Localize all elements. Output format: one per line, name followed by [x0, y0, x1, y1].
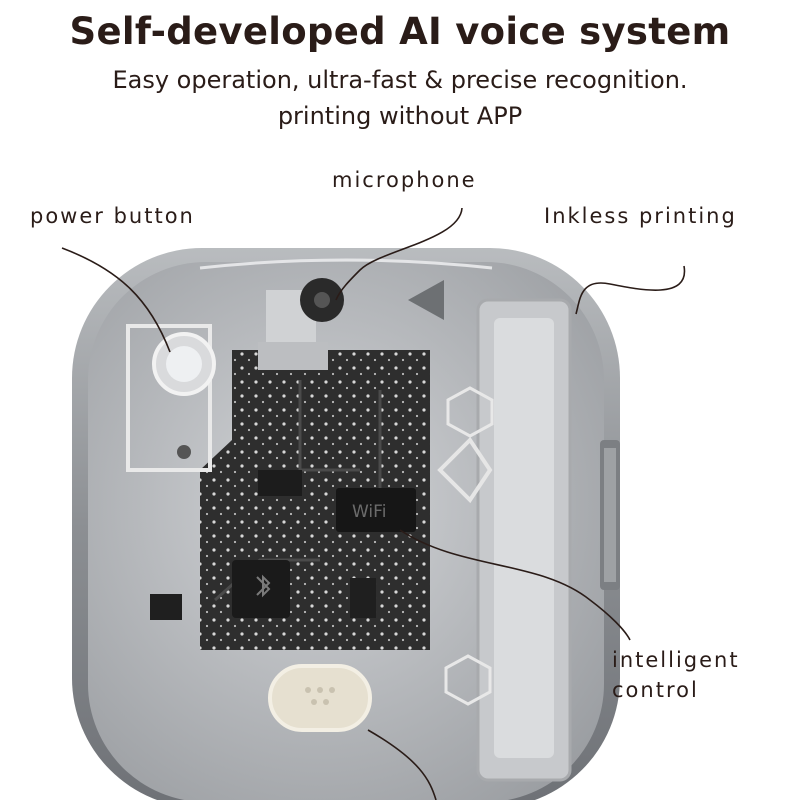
wifi-chip-label: WiFi [352, 502, 386, 522]
intelligent-control-button [268, 664, 372, 732]
microphone-leader [335, 207, 463, 301]
paper-compartment [437, 298, 572, 782]
circuit-board: WiFi [150, 350, 430, 650]
callout-leaders [61, 207, 686, 800]
power-button-label: power button [30, 204, 195, 228]
bottom-leader [367, 729, 437, 800]
subtitle-line-1: Easy operation, ultra-fast & precise rec… [112, 66, 688, 94]
wifi-module [336, 488, 416, 532]
bluetooth-chip [232, 560, 290, 618]
page-title: Self-developed AI voice system [69, 10, 731, 53]
power-leader [61, 247, 171, 353]
side-chip [150, 594, 182, 620]
microphone-label: microphone [332, 168, 477, 192]
subtitle-line-2: printing without APP [277, 102, 523, 130]
inkless-leader [575, 265, 686, 315]
intelligent-leader [399, 529, 631, 641]
microphone-component [300, 278, 344, 322]
inkless-printing-label: Inkless printing [544, 204, 737, 228]
intelligent-control-label-line-2: control [612, 678, 699, 702]
bluetooth-icon [256, 574, 271, 598]
intelligent-control-label-line-1: intelligent [612, 648, 740, 672]
